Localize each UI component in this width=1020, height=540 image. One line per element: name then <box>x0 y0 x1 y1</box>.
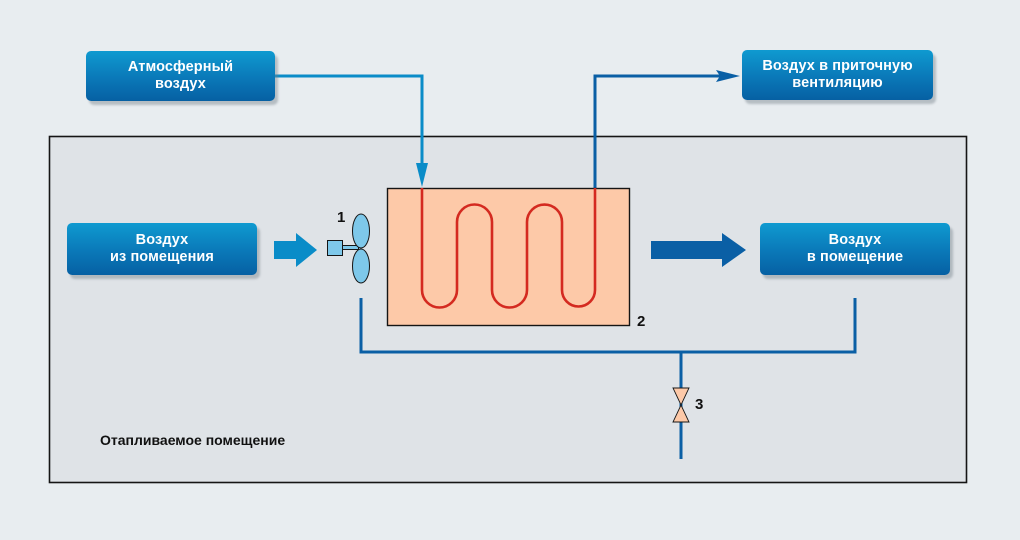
supply-ventilation-box: Воздух в приточную вентиляцию <box>742 50 933 100</box>
fan-icon <box>327 213 370 284</box>
air-from-room-line1: Воздух <box>135 232 189 248</box>
air-to-room-line2: в помещение <box>806 249 904 265</box>
air-to-room-line1: Воздух <box>828 232 882 248</box>
supply-ventilation-pipe <box>593 74 722 188</box>
inlet-flow-arrow <box>274 233 317 267</box>
valve-icon <box>672 387 690 423</box>
atmospheric-air-box: Атмосферный воздух <box>86 51 275 101</box>
atmospheric-air-arrowhead <box>416 163 428 187</box>
supply-ventilation-arrowhead <box>716 70 740 82</box>
valve-number-label: 3 <box>695 396 704 413</box>
heated-room-label: Отапливаемое помещение <box>100 432 286 448</box>
heat-exchanger <box>386 187 631 327</box>
drain-pipe <box>359 298 857 354</box>
supply-ventilation-line2: вентиляцию <box>792 75 883 91</box>
air-from-room-box: Воздух из помещения <box>67 223 257 275</box>
atmospheric-air-pipe <box>275 74 424 168</box>
exchanger-number-label: 2 <box>637 313 646 330</box>
heat-exchanger-coil <box>420 188 597 309</box>
supply-ventilation-line1: Воздух в приточную <box>762 58 913 74</box>
outlet-flow-arrow <box>651 233 746 267</box>
fan-number-label: 1 <box>337 209 346 226</box>
air-to-room-box: Воздух в помещение <box>760 223 950 275</box>
atmospheric-air-line2: воздух <box>155 76 206 92</box>
atmospheric-air-line1: Атмосферный <box>127 59 234 75</box>
air-from-room-line2: из помещения <box>110 249 214 265</box>
